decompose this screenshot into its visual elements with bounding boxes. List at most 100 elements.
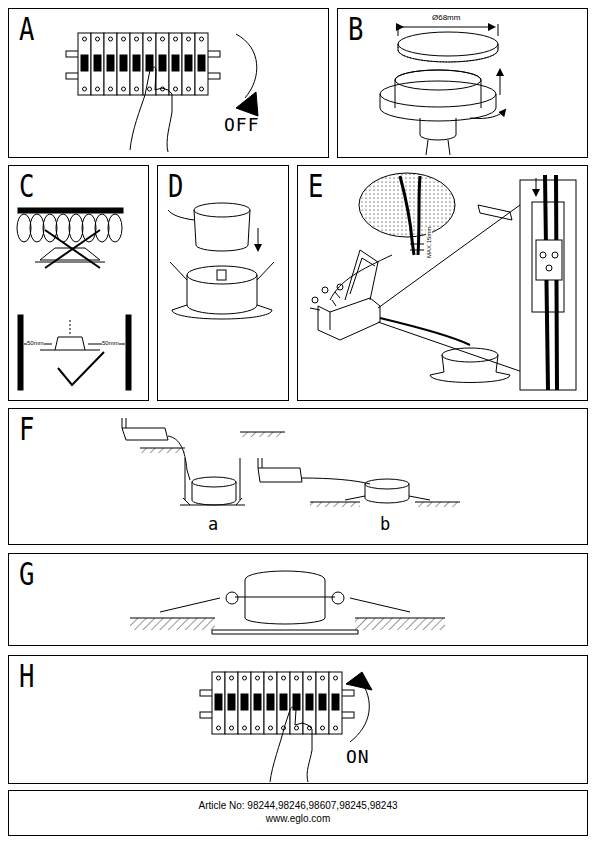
breaker-module: [329, 672, 342, 734]
terminal: [96, 87, 100, 91]
dimension-label: Ø68mm: [432, 14, 460, 22]
breaker-module: [264, 672, 277, 734]
step-panel: B: [337, 8, 588, 158]
breaker-module: [277, 672, 290, 734]
insulation: [17, 214, 31, 242]
breaker-toggle: [241, 694, 248, 710]
terminal: [217, 726, 221, 730]
step-letter: F: [19, 413, 34, 445]
breaker-toggle: [94, 55, 101, 71]
terminal: [187, 87, 191, 91]
terminal: [256, 676, 260, 680]
terminal: [295, 676, 299, 680]
breaker-toggle: [120, 55, 127, 71]
breaker-toggle: [267, 694, 274, 710]
step-panel: D: [157, 165, 289, 401]
breaker-module: [303, 672, 316, 734]
step-panel: G: [8, 553, 588, 646]
footer-text: Article No: 98244,98246,98607,98245,9824…: [9, 799, 587, 812]
terminal: [135, 87, 139, 91]
breaker-toggle: [293, 694, 300, 710]
breaker-toggle: [332, 694, 339, 710]
breaker-module: [130, 33, 143, 95]
step-letter: D: [168, 170, 183, 202]
dimension-label: MAX.15mm: [426, 227, 432, 258]
terminal: [230, 726, 234, 730]
terminal: [243, 676, 247, 680]
terminal: [109, 37, 113, 41]
step-panel: E: [297, 165, 588, 401]
terminal: [83, 37, 87, 41]
terminal: [96, 37, 100, 41]
breaker-module: [169, 33, 182, 95]
terminal: [83, 87, 87, 91]
breaker-module: [251, 672, 264, 734]
step-letter: G: [19, 558, 34, 590]
step-panel: H: [8, 655, 588, 784]
terminal: [321, 726, 325, 730]
terminal: [174, 37, 178, 41]
step-letter: C: [19, 170, 34, 202]
terminal: [148, 37, 152, 41]
step-panel: F: [8, 408, 588, 545]
breaker-module: [91, 33, 104, 95]
insulation: [69, 214, 83, 242]
step-label: a: [208, 516, 219, 533]
breaker-toggle: [185, 55, 192, 71]
breaker-toggle: [81, 55, 88, 71]
step-letter: B: [348, 13, 363, 45]
breaker-module: [156, 33, 169, 95]
terminal: [148, 87, 152, 91]
step-letter: E: [308, 170, 323, 202]
dimension-label: 50mm: [102, 340, 119, 346]
terminal: [230, 676, 234, 680]
terminal: [256, 726, 260, 730]
terminal: [243, 726, 247, 730]
breaker-module: [182, 33, 195, 95]
terminal: [200, 37, 204, 41]
terminal: [200, 87, 204, 91]
step-letter: A: [19, 13, 34, 45]
step-letter: H: [19, 660, 34, 692]
terminal: [217, 676, 221, 680]
step-panel: A: [8, 8, 329, 158]
terminal: [308, 676, 312, 680]
terminal: [135, 37, 139, 41]
breaker-module: [238, 672, 251, 734]
terminal: [334, 676, 338, 680]
breaker-toggle: [228, 694, 235, 710]
breaker-toggle: [215, 694, 222, 710]
terminal: [161, 37, 165, 41]
terminal: [269, 726, 273, 730]
terminal: [122, 37, 126, 41]
breaker-toggle: [280, 694, 287, 710]
breaker-module: [195, 33, 208, 95]
terminal: [295, 726, 299, 730]
breaker-module: [225, 672, 238, 734]
breaker-module: [316, 672, 329, 734]
terminal: [122, 87, 126, 91]
breaker-toggle: [319, 694, 326, 710]
breaker-toggle: [172, 55, 179, 71]
terminal: [334, 726, 338, 730]
breaker-toggle: [254, 694, 261, 710]
terminal: [174, 87, 178, 91]
dimension-label: 50mm: [27, 340, 44, 346]
insulation: [95, 214, 109, 242]
breaker-module: [143, 33, 156, 95]
step-label: OFF: [224, 116, 260, 134]
terminal: [282, 676, 286, 680]
step-panel: C: [8, 165, 149, 401]
breaker-module: [104, 33, 117, 95]
breaker-toggle: [198, 55, 205, 71]
insulation: [56, 214, 70, 242]
breaker-toggle: [107, 55, 114, 71]
terminal: [187, 37, 191, 41]
breaker-toggle: [306, 694, 313, 710]
breaker-toggle: [159, 55, 166, 71]
breaker-module: [78, 33, 91, 95]
terminal: [109, 87, 113, 91]
footer-box: Article No: 98244,98246,98607,98245,9824…: [8, 790, 588, 836]
insulation: [108, 214, 122, 242]
